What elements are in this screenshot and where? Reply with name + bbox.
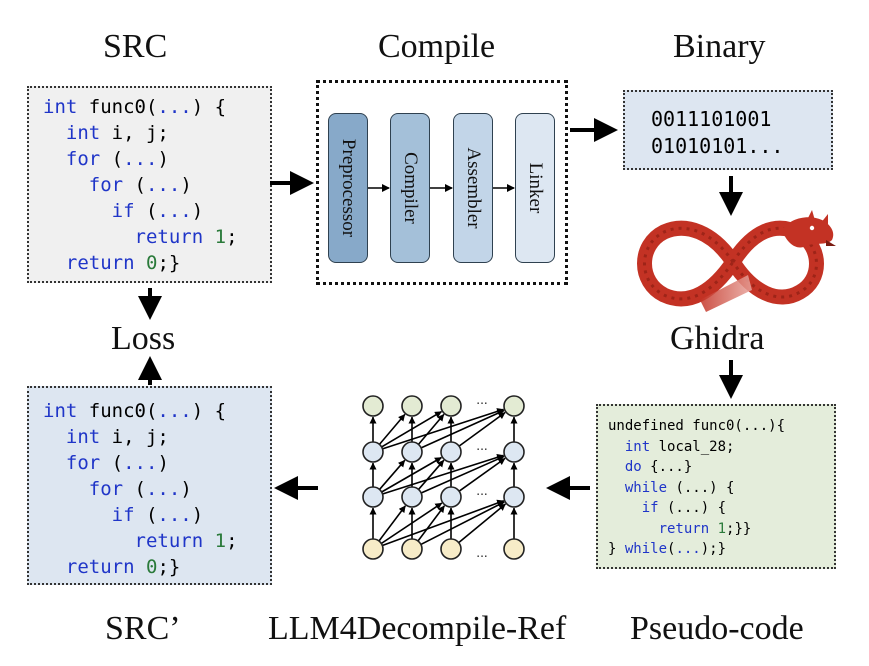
network-edge [420,501,505,546]
code-line: if (...) [111,504,204,526]
network-node [440,486,462,508]
network-edge [378,505,407,542]
code-line: do {...} [624,459,693,475]
network-node [503,538,525,560]
binary-box: 0011101001 01010101... [623,90,833,170]
network-edge [458,503,507,544]
network-edge [420,455,505,494]
src-code-box: int func0(...) { int i, j; for (...) for… [27,86,272,283]
pseudo-heading: Pseudo-code [630,610,804,647]
code-line: int func0(...) { [43,400,227,422]
src-heading: SRC [103,28,168,65]
network-ellipsis: ... [476,439,487,453]
src-prime-heading: SRC’ [105,610,181,647]
code-line: return 0;} [65,252,181,274]
network-edge [378,459,406,490]
code-line: if (...) [111,200,204,222]
network-node [401,395,423,417]
src-prime-code: int func0(...) { int i, j; for (...) for… [43,398,238,580]
code-line: for (...) [88,174,192,196]
network-node [401,538,423,560]
code-line: for (...) [88,478,192,500]
network-node [503,395,525,417]
network-node [362,486,384,508]
network-node [401,441,423,463]
network-ellipsis: ... [476,393,487,407]
code-line: return 1;}} [658,520,752,537]
network-node [503,486,525,508]
network-edge [420,409,505,449]
stage-compiler: Compiler [390,113,430,263]
compile-heading: Compile [378,28,496,65]
code-line: return 0;} [65,556,181,578]
code-line: while (...) { [624,479,735,496]
code-line: undefined func0(...){ [608,418,786,434]
model-heading: LLM4Decompile-Ref [268,610,567,647]
binary-line-1: 0011101001 [651,107,772,131]
network-node [503,441,525,463]
network-node [362,441,384,463]
network-ellipsis: ... [476,484,487,498]
loss-heading: Loss [111,320,176,357]
stage-preprocessor: Preprocessor [328,113,368,263]
network-node [440,395,462,417]
binary-line-2: 01010101... [651,134,784,158]
code-line: } while(...);} [608,541,727,557]
network-edge [382,499,505,547]
network-edge [382,453,504,495]
stage-linker: Linker [515,113,555,263]
network-edge [417,505,446,542]
code-line: return 1; [134,226,238,248]
network-edge [382,408,505,450]
code-line: for (...) [65,148,169,170]
network-edge [458,411,506,447]
network-node [362,395,384,417]
code-line: int func0(...) { [43,96,227,118]
network-node [440,538,462,560]
network-edge [458,457,506,492]
network-edge [417,459,445,490]
code-line: int local_28; [624,438,735,455]
code-line: if (...) { [641,500,727,516]
ghidra-dragon-logo [637,210,836,312]
binary-heading: Binary [673,28,766,65]
code-line: int i, j; [65,426,169,448]
ghidra-heading: Ghidra [670,320,765,357]
code-line: return 1; [134,530,238,552]
pseudo-code-box: undefined func0(...){ int local_28; do {… [596,404,836,569]
network-node [362,538,384,560]
src-prime-code-box: int func0(...) { int i, j; for (...) for… [27,386,272,585]
stage-assembler: Assembler [453,113,493,263]
code-line: for (...) [65,452,169,474]
network-ellipsis: ... [476,546,487,560]
network-edge [378,413,406,445]
src-code: int func0(...) { int i, j; for (...) for… [43,94,238,276]
pseudo-code: undefined func0(...){ int local_28; do {… [608,416,785,560]
network-node [401,486,423,508]
network-node [440,441,462,463]
code-line: int i, j; [65,122,169,144]
network-edge [417,413,445,445]
